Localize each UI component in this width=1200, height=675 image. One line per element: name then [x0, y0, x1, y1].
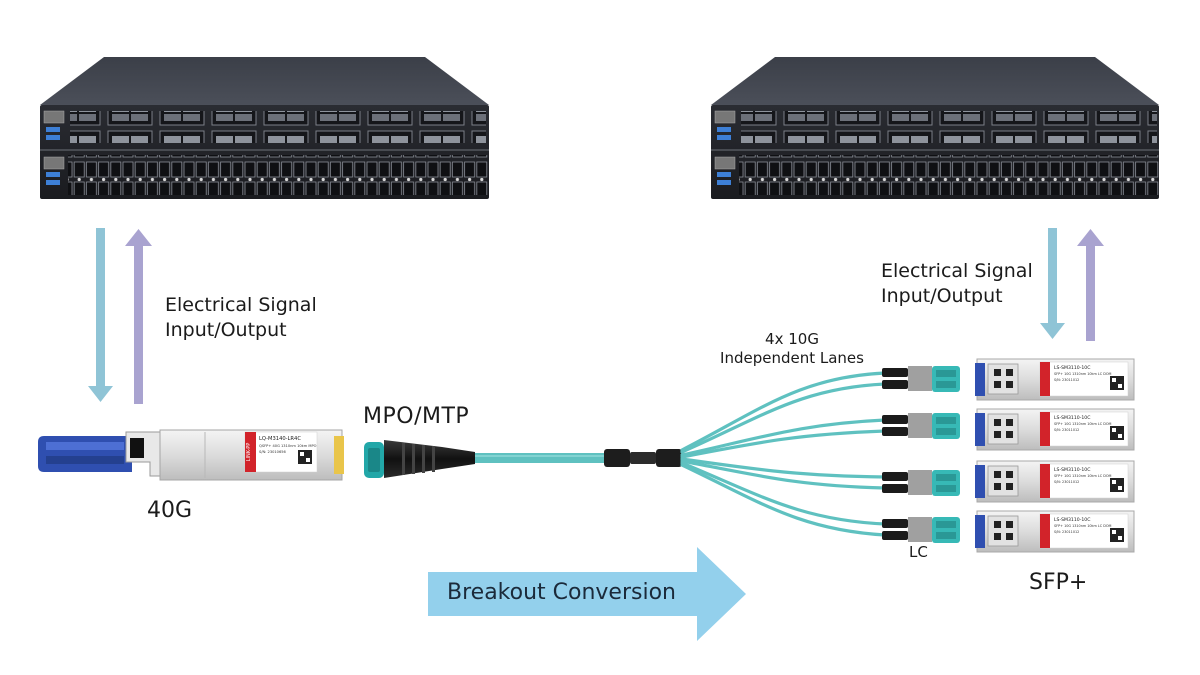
- sfp-3-part-number: LS-SM3110-10C: [1054, 467, 1090, 473]
- sfp-1-serial: S/N: 23011012: [1054, 378, 1079, 382]
- sfp-3-serial: S/N: 23011012: [1054, 480, 1079, 484]
- breakout-conversion-label: Breakout Conversion: [447, 580, 676, 605]
- fanout-fibers: [680, 371, 887, 537]
- left-signal-label-line2: Input/Output: [165, 319, 287, 341]
- sfp-1-spec: SFP+ 10G 1310nm 10km LC DOM: [1054, 372, 1112, 376]
- lanes-label: 4x 10G Independent Lanes: [712, 330, 872, 368]
- qsfp-serial: S/N: 23010656: [259, 450, 287, 454]
- qsfp-part-number: LQ-M3140-LR4C: [259, 436, 301, 442]
- lc-connector-label: LC: [909, 543, 928, 561]
- sfp-type-label: SFP+: [1029, 570, 1088, 595]
- right-network-switch: [711, 57, 1159, 199]
- sfp-module-4: LS-SM3110-10C SFP+ 10G 1310nm 10km LC DO…: [975, 510, 1135, 553]
- lanes-label-line2: Independent Lanes: [720, 349, 864, 367]
- right-signal-label-line1: Electrical Signal: [881, 260, 1033, 282]
- lc-connector-4: [882, 517, 960, 543]
- sfp-4-serial: S/N: 23011012: [1054, 530, 1079, 534]
- breakout-arrow: [428, 547, 746, 641]
- left-signal-arrows: [88, 228, 152, 404]
- left-signal-label-line1: Electrical Signal: [165, 294, 317, 316]
- lc-connector-1: [882, 366, 960, 392]
- lc-connector-3: [882, 470, 960, 496]
- left-network-switch: [40, 57, 489, 199]
- sfp-module-1: LS-SM3110-10C SFP+ 10G 1310nm 10km LC DO…: [975, 358, 1135, 401]
- sfp-module-3: LS-SM3110-10C SFP+ 10G 1310nm 10km LC DO…: [975, 460, 1135, 503]
- mpo-connector-label: MPO/MTP: [363, 404, 470, 429]
- mpo-connector: [364, 440, 475, 478]
- sfp-module-2: LS-SM3110-10C SFP+ 10G 1310nm 10km LC DO…: [975, 408, 1135, 451]
- sfp-1-part-number: LS-SM3110-10C: [1054, 365, 1090, 371]
- qsfp-speed-label: 40G: [147, 498, 193, 523]
- sfp-3-spec: SFP+ 10G 1310nm 10km LC DOM: [1054, 474, 1112, 478]
- lc-connector-2: [882, 413, 960, 439]
- qsfp-spec: QSFP+ 40G 1310nm 10km MPO: [259, 444, 317, 448]
- qsfp-brand-text: LINK-PP: [246, 443, 252, 462]
- right-signal-label: Electrical Signal Input/Output: [881, 259, 1033, 309]
- sfp-2-spec: SFP+ 10G 1310nm 10km LC DOM: [1054, 422, 1112, 426]
- sfp-2-part-number: LS-SM3110-10C: [1054, 415, 1090, 421]
- right-signal-arrows: [1040, 228, 1104, 341]
- sfp-4-part-number: LS-SM3110-10C: [1054, 517, 1090, 523]
- trunk-fiber-cable: [475, 449, 682, 467]
- left-signal-label: Electrical Signal Input/Output: [165, 293, 317, 343]
- sfp-2-serial: S/N: 23011012: [1054, 428, 1079, 432]
- sfp-4-spec: SFP+ 10G 1310nm 10km LC DOM: [1054, 524, 1112, 528]
- right-signal-label-line2: Input/Output: [881, 285, 1003, 307]
- qsfp-40g-module: LINK-PP LQ-M3140-LR4C QSFP+ 40G 1310nm 1…: [38, 429, 344, 481]
- lanes-label-line1: 4x 10G: [765, 330, 819, 348]
